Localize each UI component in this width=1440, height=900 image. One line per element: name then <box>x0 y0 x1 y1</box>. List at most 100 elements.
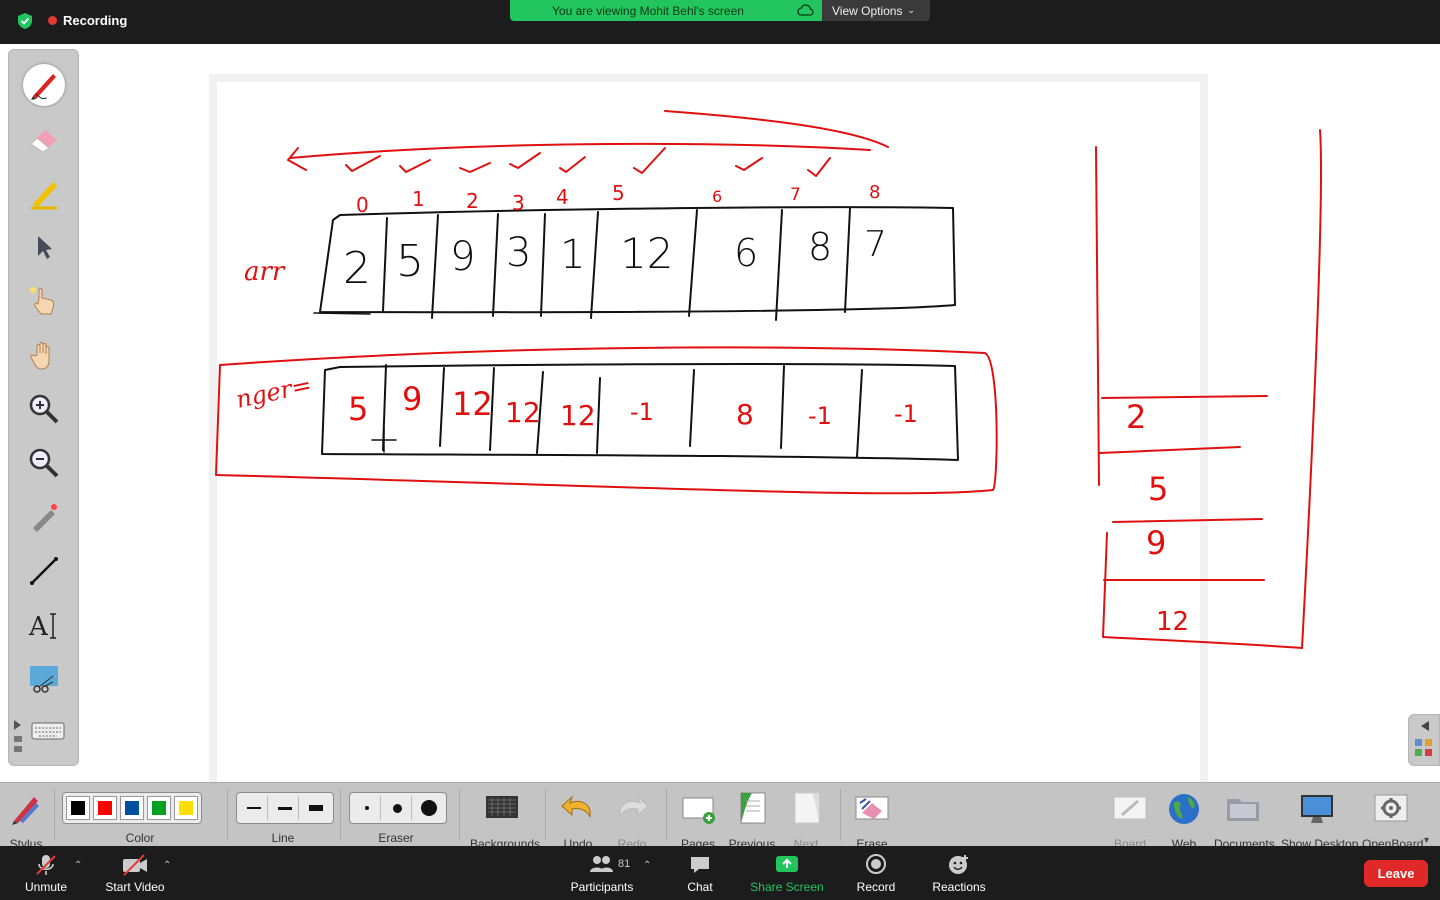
board-button[interactable]: Board <box>1110 789 1150 851</box>
line-label: Line <box>271 831 295 845</box>
viewing-text: You are viewing Mohit Behl's screen <box>552 3 744 18</box>
index-label: 0 <box>356 193 369 217</box>
right-panel-toggle[interactable] <box>1408 714 1440 766</box>
web-button[interactable]: Web <box>1164 789 1204 851</box>
erase-page-button[interactable]: Erase <box>850 789 894 851</box>
start-video-label: Start Video <box>105 880 165 894</box>
participants-button[interactable]: 81 Participants <box>566 852 638 894</box>
security-shield-icon[interactable] <box>16 12 34 30</box>
record-label: Record <box>856 880 896 894</box>
nger-value: 9 <box>402 380 422 418</box>
unmute-label: Unmute <box>24 880 68 894</box>
view-options-label: View Options <box>832 3 903 18</box>
nger-value: -1 <box>808 402 832 430</box>
whiteboard-toolbar: Stylus Color Line Eraser Backgrounds Und… <box>0 782 1440 851</box>
arr-value: 8 <box>808 225 832 269</box>
chevron-down-icon[interactable]: ▾ <box>1424 835 1430 846</box>
text-tool[interactable]: A <box>23 604 65 646</box>
toolbar-collapse-arrow-icon[interactable] <box>11 716 25 760</box>
arr-value: 5 <box>396 236 424 287</box>
whiteboard-drawing: 0 1 2 3 4 5 6 7 8 arr 2 5 9 3 1 12 6 8 7… <box>215 110 1322 649</box>
leave-button[interactable]: Leave <box>1364 860 1428 887</box>
line-icon <box>30 557 58 585</box>
erase-page-icon <box>855 796 889 820</box>
color-swatch-yellow[interactable] <box>174 796 198 820</box>
zoom-in-tool[interactable] <box>23 388 65 430</box>
previous-page-icon <box>740 792 766 824</box>
pages-icon <box>682 797 715 824</box>
start-video-button[interactable]: Start Video <box>100 852 170 894</box>
next-page-button[interactable]: Next <box>784 789 828 851</box>
reactions-emoji-icon <box>949 855 968 874</box>
nger-value: 12 <box>505 396 541 429</box>
meeting-top-bar: Recording You are viewing Mohit Behl's s… <box>0 0 1440 44</box>
participants-options-caret-icon[interactable]: ⌃ <box>643 860 652 871</box>
nger-value: 12 <box>560 399 596 432</box>
laser-hand-icon <box>30 287 55 315</box>
line-width-picker <box>236 792 334 824</box>
record-button[interactable]: Record <box>852 852 900 894</box>
leave-label: Leave <box>1377 866 1415 881</box>
previous-page-button[interactable]: Previous <box>728 789 776 851</box>
view-options-button[interactable]: View Options ⌄ <box>822 0 930 21</box>
zoom-in-icon <box>29 394 59 424</box>
arr-value: 2 <box>343 243 371 294</box>
hand-tool[interactable] <box>23 334 65 376</box>
arr-value: 3 <box>506 230 531 276</box>
whiteboard-page <box>209 74 1208 794</box>
show-desktop-button[interactable]: Show Desktop <box>1281 789 1358 851</box>
nger-label: nger= <box>233 371 314 414</box>
next-page-icon <box>794 792 820 824</box>
laser-pen-tool[interactable] <box>23 496 65 538</box>
line-thick-option[interactable] <box>302 796 330 820</box>
eraser-small-option[interactable] <box>353 796 381 820</box>
keyboard-tool[interactable] <box>27 710 69 752</box>
share-screen-button[interactable]: Share Screen <box>746 852 828 894</box>
video-options-caret-icon[interactable]: ⌃ <box>163 860 172 871</box>
stack-value: 9 <box>1146 524 1166 562</box>
line-tool[interactable] <box>23 550 65 592</box>
stylus-icon <box>12 797 39 825</box>
arr-value: 1 <box>560 232 585 278</box>
nger-value: 12 <box>452 385 493 423</box>
color-swatch-green[interactable] <box>147 796 171 820</box>
stack-value: 12 <box>1156 607 1189 637</box>
color-swatch-red[interactable] <box>93 796 117 820</box>
color-label: Color <box>125 831 155 845</box>
redo-button[interactable]: Redo <box>610 789 654 851</box>
undo-button[interactable]: Undo <box>556 789 600 851</box>
color-swatch-black[interactable] <box>66 796 90 820</box>
svg-text:A: A <box>28 612 49 642</box>
reactions-label: Reactions <box>932 880 986 894</box>
index-label: 2 <box>466 189 479 213</box>
stylus-button[interactable]: Stylus <box>4 789 48 851</box>
keyboard-icon <box>31 722 65 740</box>
unmute-button[interactable]: Unmute <box>20 852 72 894</box>
zoom-out-icon <box>29 448 59 478</box>
openboard-button[interactable]: OpenBoard <box>1362 789 1423 851</box>
reactions-button[interactable]: Reactions <box>928 852 990 894</box>
line-medium-option[interactable] <box>271 796 299 820</box>
select-tool[interactable] <box>23 226 65 268</box>
eraser-medium-option[interactable] <box>384 796 412 820</box>
eraser-large-option[interactable] <box>415 796 443 820</box>
eraser-tool[interactable] <box>23 118 65 160</box>
backgrounds-button[interactable]: Backgrounds <box>470 789 540 851</box>
pen-tool[interactable] <box>23 64 65 106</box>
index-label: 8 <box>869 182 880 203</box>
capture-tool[interactable] <box>23 658 65 700</box>
line-thin-option[interactable] <box>240 796 268 820</box>
nger-value: 5 <box>348 390 368 428</box>
documents-button[interactable]: Documents <box>1214 789 1275 851</box>
pages-button[interactable]: Pages <box>676 789 720 851</box>
highlighter-tool[interactable] <box>23 172 65 214</box>
eraser-size-picker <box>349 792 447 824</box>
audio-options-caret-icon[interactable]: ⌃ <box>74 860 83 871</box>
zoom-out-tool[interactable] <box>23 442 65 484</box>
color-swatch-blue[interactable] <box>120 796 144 820</box>
chat-button[interactable]: Chat <box>680 852 720 894</box>
hand-icon <box>30 342 50 370</box>
video-off-icon <box>123 854 147 876</box>
highlighter-icon <box>31 182 57 210</box>
laser-pointer-tool[interactable] <box>23 280 65 322</box>
